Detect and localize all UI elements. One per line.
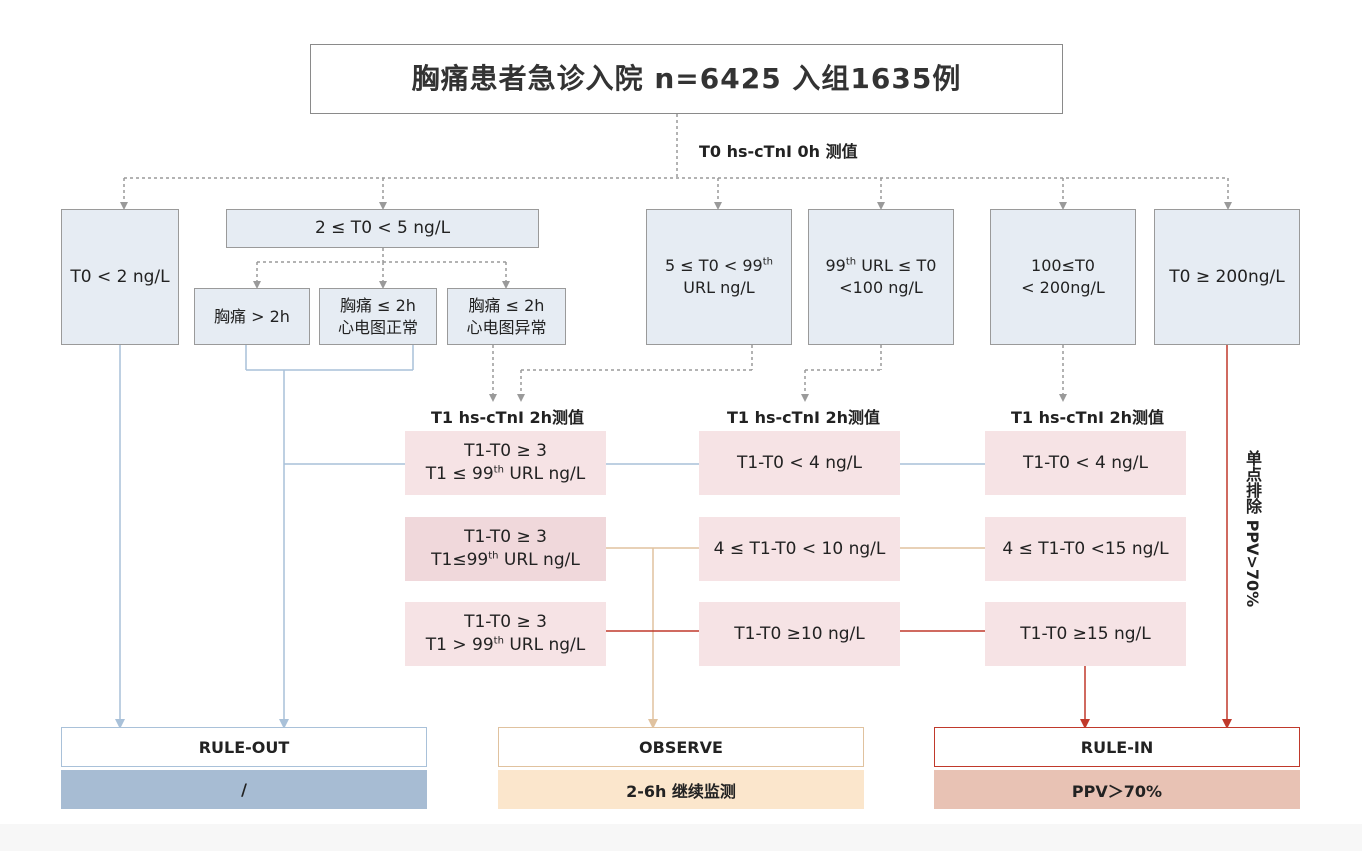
dotted-connectors-top [120, 114, 1232, 402]
outcome-rule-in-value-text: PPV＞70% [1071, 781, 1163, 801]
t1-r1-c1-line2-b: URL ng/L [503, 464, 586, 484]
t1-r2-c3-text: 4 ≤ T1-T0 <15 ng/L [1002, 538, 1169, 559]
subgroup-pain-gt2h-text: 胸痛 > 2h [214, 306, 290, 326]
t1-r3-c2: T1-T0 ≥10 ng/L [699, 602, 900, 666]
superscript-th: th [762, 257, 773, 269]
outcome-observe-value: 2-6h 继续监测 [498, 770, 864, 809]
outcome-rule-out-value-text: / [241, 780, 247, 799]
group-t0-2-5: 2 ≤ T0 < 5 ng/L [226, 209, 539, 248]
t1-r1-c3-text: T1-T0 < 4 ng/L [1022, 452, 1148, 473]
t1-label-col2: T1 hs-cTnI 2h测值 [727, 408, 881, 427]
superscript-th: th [488, 550, 499, 562]
outcome-rule-in-header: RULE-IN [934, 727, 1300, 767]
subgroup-pain-gt2h: 胸痛 > 2h [194, 288, 310, 345]
blue-connectors [115, 345, 985, 729]
outcome-rule-out-value: / [61, 770, 427, 809]
t1-r3-c3-text: T1-T0 ≥15 ng/L [1020, 623, 1151, 644]
t1-r2-c1-line2: T1≤99th URL ng/L [431, 549, 580, 572]
group-t0-100-200-line2: < 200ng/L [1021, 278, 1105, 297]
tan-connectors [606, 547, 985, 729]
t1-r1-c1-line1: T1-T0 ≥ 3 [464, 441, 547, 462]
group-t0-100-200: 100≤T0 < 200ng/L [990, 209, 1136, 345]
group-t0-ge200: T0 ≥ 200ng/L [1154, 209, 1300, 345]
outcome-observe-header: OBSERVE [498, 727, 864, 767]
t1-r2-c1-line1: T1-T0 ≥ 3 [464, 527, 547, 548]
t1-r3-c1-line2-a: T1 > 99 [425, 635, 494, 655]
t1-label-col3: T1 hs-cTnI 2h测值 [1011, 408, 1165, 427]
t1-r1-c1-line2: T1 ≤ 99th URL ng/L [426, 463, 585, 486]
single-point-rule-in-label: 单点排除 PPV>70% [1243, 450, 1262, 608]
group-t0-100-200-line1: 100≤T0 [1031, 256, 1095, 276]
group-t0-99-100-line2: <100 ng/L [839, 278, 923, 297]
subgroup-c-line2: 心电图异常 [466, 317, 547, 337]
outcome-observe-value-text: 2-6h 继续监测 [626, 781, 736, 801]
superscript-th: th [493, 635, 504, 647]
group-t0-99-100-line1-b: URL ≤ T0 [856, 256, 937, 276]
t1-r1-c2: T1-T0 < 4 ng/L [699, 431, 900, 495]
group-t0-lt2: T0 < 2 ng/L [61, 209, 179, 345]
group-t0-5-99: 5 ≤ T0 < 99th URL ng/L [646, 209, 792, 345]
group-t0-99-100: 99th URL ≤ T0 <100 ng/L [808, 209, 954, 345]
subgroup-c-line1: 胸痛 ≤ 2h [468, 295, 545, 315]
t1-r2-c1: T1-T0 ≥ 3 T1≤99th URL ng/L [405, 517, 606, 581]
t0-label: T0 hs-cTnI 0h 测值 [699, 142, 858, 161]
group-t0-2-5-text: 2 ≤ T0 < 5 ng/L [314, 218, 451, 239]
subgroup-pain-le2h-ecg-abnormal: 胸痛 ≤ 2h 心电图异常 [447, 288, 566, 345]
t1-r1-c2-text: T1-T0 < 4 ng/L [736, 452, 862, 473]
subgroup-b-line1: 胸痛 ≤ 2h [340, 295, 416, 315]
t1-r2-c1-line2-b: URL ng/L [498, 550, 580, 570]
t1-r3-c3: T1-T0 ≥15 ng/L [985, 602, 1186, 666]
t1-r1-c3: T1-T0 < 4 ng/L [985, 431, 1186, 495]
t1-r2-c2: 4 ≤ T1-T0 < 10 ng/L [699, 517, 900, 581]
outcome-observe-text: OBSERVE [639, 737, 723, 757]
t1-r2-c2-text: 4 ≤ T1-T0 < 10 ng/L [713, 538, 886, 559]
group-t0-5-99-line1-text: 5 ≤ T0 < 99 [665, 256, 763, 276]
group-t0-5-99-line2: URL ng/L [683, 278, 755, 297]
superscript-th: th [493, 464, 504, 476]
t1-r3-c1-line2-b: URL ng/L [503, 635, 586, 655]
outcome-rule-in-value: PPV＞70% [934, 770, 1300, 809]
t1-r3-c2-text: T1-T0 ≥10 ng/L [734, 623, 865, 644]
outcome-rule-in-text: RULE-IN [1080, 737, 1154, 757]
group-t0-99-100-line1-a: 99 [825, 256, 846, 276]
t1-r3-c1-line1: T1-T0 ≥ 3 [464, 612, 547, 633]
title-text: 胸痛患者急诊入院 n=6425 入组1635例 [411, 62, 962, 96]
bottom-band [0, 824, 1362, 851]
t1-r3-c1: T1-T0 ≥ 3 T1 > 99th URL ng/L [405, 602, 606, 666]
red-connectors [606, 345, 1232, 729]
t1-label-col1: T1 hs-cTnI 2h测值 [431, 408, 585, 427]
outcome-rule-out-text: RULE-OUT [198, 737, 290, 757]
subgroup-pain-le2h-ecg-normal: 胸痛 ≤ 2h 心电图正常 [319, 288, 437, 345]
title-box: 胸痛患者急诊入院 n=6425 入组1635例 [310, 44, 1063, 114]
group-t0-lt2-text: T0 < 2 ng/L [70, 266, 170, 287]
subgroup-b-line2: 心电图正常 [337, 317, 418, 337]
outcome-rule-out-header: RULE-OUT [61, 727, 427, 767]
t1-r2-c1-line2-a: T1≤99 [431, 550, 489, 570]
t1-r3-c1-line2: T1 > 99th URL ng/L [426, 634, 585, 657]
t1-r2-c3: 4 ≤ T1-T0 <15 ng/L [985, 517, 1186, 581]
superscript-th: th [845, 257, 857, 269]
t1-r1-c1: T1-T0 ≥ 3 T1 ≤ 99th URL ng/L [405, 431, 606, 495]
group-t0-ge200-text: T0 ≥ 200ng/L [1169, 266, 1285, 287]
t1-r1-c1-line2-a: T1 ≤ 99 [425, 464, 494, 484]
group-t0-99-100-line1: 99th URL ≤ T0 [826, 255, 937, 277]
group-t0-5-99-line1: 5 ≤ T0 < 99th [665, 255, 773, 277]
